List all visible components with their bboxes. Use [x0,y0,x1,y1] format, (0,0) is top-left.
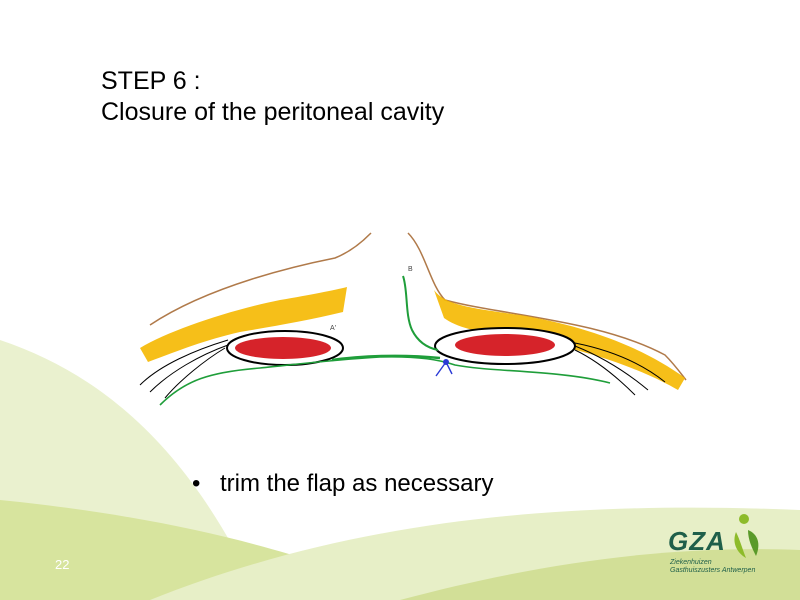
page-number: 22 [55,557,70,572]
fascia-left-2 [149,344,229,393]
label-a: A' [330,325,336,332]
suture-closure-line [331,354,441,362]
skin-outline-left [149,232,372,326]
slide-title: STEP 6 : Closure of the peritoneal cavit… [101,66,444,128]
bullet-dot: • [192,470,201,497]
fascia-left-3 [164,347,226,399]
fascia-right-3 [574,349,636,396]
fascia-right-1 [574,342,666,383]
gza-logo: GZA Ziekenhuizen Gasthuiszusters Antwerp… [664,512,774,582]
logo-line2: Gasthuiszusters Antwerpen [670,567,756,574]
wave-right-strong [400,549,800,600]
logo-wordmark: GZA [668,526,726,556]
suture-thread-green [402,275,439,351]
logo-line1: Ziekenhuizen [670,559,712,566]
bullet-item: • trim the flap as necessary [192,470,493,498]
fascia-left-1 [139,339,229,386]
fascia-right-2 [574,345,649,391]
bullet-text: trim the flap as necessary [220,470,494,497]
rectus-muscle-right-fill [455,334,555,356]
suture-knot-ends [435,361,453,377]
label-b: B [408,266,413,273]
title-text: Closure of the peritoneal cavity [101,98,445,126]
rectus-muscle-left-fill [235,337,331,359]
peritoneum-line [159,356,611,406]
logo-figure-icon [734,514,759,558]
fat-layer-left [140,287,347,362]
title-step: STEP 6 : [101,67,201,95]
skin-outline-right [407,232,687,381]
